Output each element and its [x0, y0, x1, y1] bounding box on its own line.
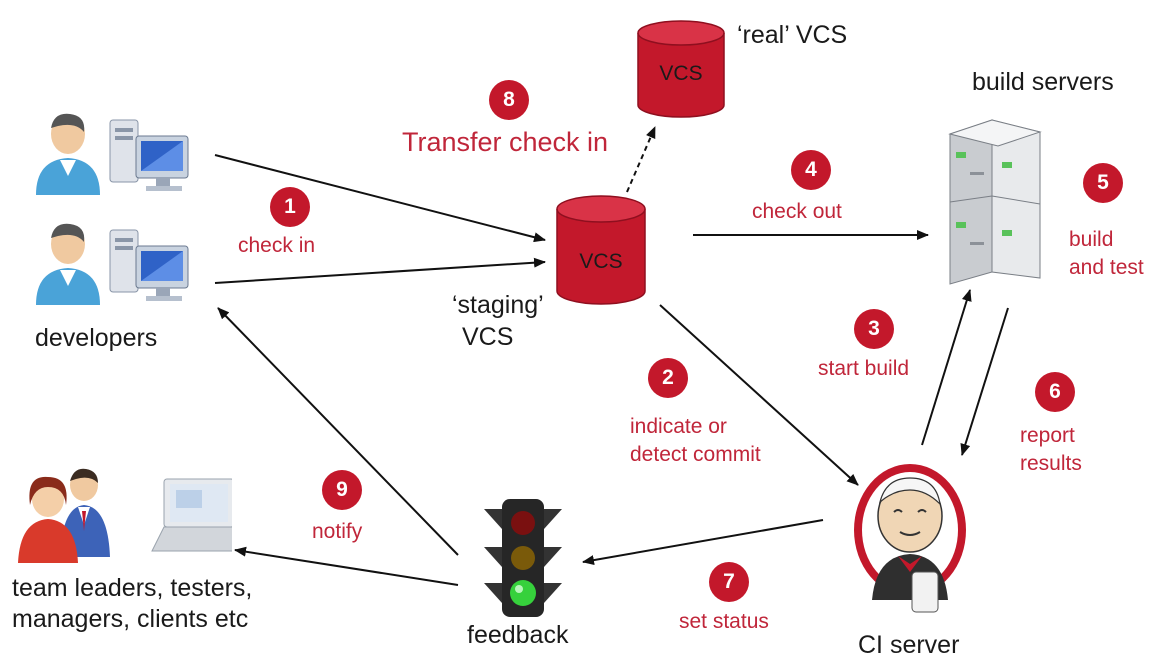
step-label-6-line1: report — [1020, 424, 1075, 447]
staging-vcs-drum: VCS — [553, 195, 649, 307]
arrow-build-to-ci — [960, 307, 1009, 456]
developers-label: developers — [35, 324, 158, 352]
real-vcs-drum: VCS — [634, 20, 728, 120]
build-servers-icon — [940, 112, 1050, 287]
step-label-1: check in — [238, 234, 316, 257]
step-badge-2: 2 — [648, 358, 688, 398]
database-cylinder-icon — [556, 195, 646, 305]
step-label-9: notify — [312, 520, 363, 543]
feedback-traffic-light — [478, 495, 568, 620]
step-label-2-line1: indicate or — [630, 415, 727, 438]
step-badge-6: 6 — [1035, 372, 1075, 412]
step-badge-4: 4 — [791, 150, 831, 190]
step-label-3: start build — [818, 357, 910, 380]
arrow-vcs-to-ci — [659, 304, 859, 486]
developer-workstation-1 — [28, 110, 198, 200]
step-label-8: Transfer check in — [402, 127, 609, 157]
staging-vcs-drum-label: VCS — [579, 250, 623, 273]
team-label-line2: managers, clients etc — [12, 605, 249, 633]
arrow-vcs-to-real-vcs — [626, 126, 656, 193]
step-label-2-line2: detect commit — [630, 443, 761, 466]
step-badge-1: 1 — [270, 187, 310, 227]
step-badge-7: 7 — [709, 562, 749, 602]
butler-icon — [854, 464, 966, 613]
step-badge-8: 8 — [489, 80, 529, 120]
developer-person-icon — [36, 113, 189, 195]
arrow-ci-to-build — [921, 289, 972, 446]
arrow-feedback-to-devs — [217, 307, 459, 556]
staging-vcs-label-bottom: VCS — [462, 323, 514, 351]
arrow-feedback-to-team — [234, 546, 459, 586]
database-cylinder-icon — [637, 20, 725, 118]
developer-workstation-2 — [28, 220, 198, 310]
server-rack-icon — [948, 119, 1042, 285]
developer-person-icon — [36, 223, 189, 305]
feedback-label: feedback — [467, 621, 569, 649]
ci-server-icon — [850, 460, 970, 630]
build-servers-label: build servers — [972, 68, 1114, 96]
step-label-7: set status — [679, 610, 769, 633]
step-badge-5: 5 — [1083, 163, 1123, 203]
traffic-light-icon — [484, 499, 562, 617]
step-badge-9: 9 — [322, 470, 362, 510]
real-vcs-drum-label: VCS — [659, 62, 703, 85]
team-label-line1: team leaders, testers, — [12, 574, 253, 602]
staging-vcs-label-top: ‘staging’ — [452, 291, 544, 319]
arrow-ci-to-feedback — [582, 519, 824, 566]
step-label-5-line2: and test — [1069, 256, 1144, 279]
step-label-6-line2: results — [1020, 452, 1082, 475]
ci-server-label: CI server — [858, 631, 960, 659]
team-stakeholders-group — [12, 465, 245, 565]
step-badge-3: 3 — [854, 309, 894, 349]
team-people-icon — [18, 468, 245, 563]
arrow-dev1-to-vcs — [214, 154, 546, 243]
step-label-4: check out — [752, 200, 842, 223]
arrow-dev2-to-vcs — [214, 257, 546, 284]
real-vcs-label: ‘real’ VCS — [737, 21, 848, 49]
step-label-5-line1: build — [1069, 228, 1114, 251]
